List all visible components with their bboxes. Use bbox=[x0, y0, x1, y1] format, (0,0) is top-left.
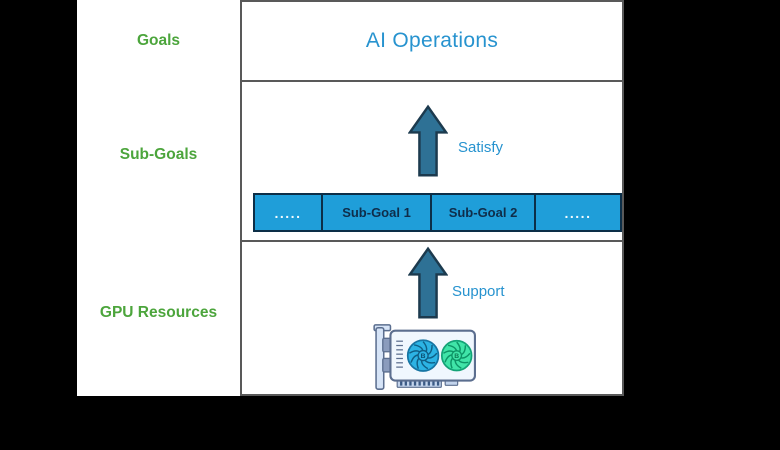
up-arrow-icon bbox=[408, 104, 448, 177]
sub-goals-box: Satisfy ..... Sub-Goal 1 Sub-Goal 2 ....… bbox=[242, 80, 622, 240]
sub-goal-cell-1: Sub-Goal 1 bbox=[323, 195, 432, 230]
svg-text:B: B bbox=[421, 353, 426, 360]
sub-goal-row: ..... Sub-Goal 1 Sub-Goal 2 ..... bbox=[253, 193, 622, 232]
sub-goal-cell-2: Sub-Goal 2 bbox=[432, 195, 536, 230]
gpu-card-icon: B bbox=[373, 324, 476, 390]
support-caption: Support bbox=[452, 283, 505, 300]
gpu-resources-box: Support bbox=[242, 240, 622, 392]
sub-goal-cell-ellipsis-left: ..... bbox=[255, 195, 323, 230]
diagram-box-column: AI Operations Satisfy ..... Sub-Goal 1 S… bbox=[240, 0, 624, 396]
row-label-sub-goals: Sub-Goals bbox=[119, 146, 198, 163]
row-label-column: Goals Sub-Goals GPU Resources bbox=[77, 0, 240, 396]
satisfy-caption: Satisfy bbox=[458, 139, 504, 156]
up-arrow-icon bbox=[408, 246, 448, 319]
row-label-gpu-resources: GPU Resources bbox=[99, 304, 218, 321]
goals-box: AI Operations bbox=[242, 2, 622, 80]
fan-left-icon: B bbox=[406, 339, 440, 372]
ai-operations-title: AI Operations bbox=[365, 29, 499, 52]
sub-goal-cell-ellipsis-right: ..... bbox=[536, 195, 620, 230]
svg-text:B: B bbox=[454, 353, 459, 360]
fan-right-icon: B bbox=[440, 339, 473, 372]
row-label-goals: Goals bbox=[136, 32, 181, 49]
diagram-panel: Goals Sub-Goals GPU Resources AI Operati… bbox=[77, 0, 624, 396]
